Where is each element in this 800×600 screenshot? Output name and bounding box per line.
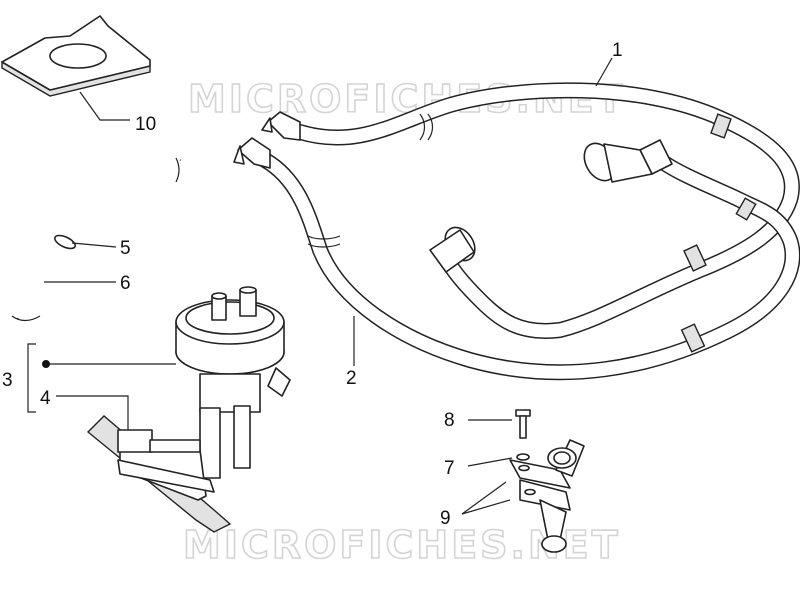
leader-4: [56, 395, 129, 430]
part-7-washer: [516, 453, 530, 461]
callout-2: 2: [346, 368, 357, 389]
part-1-hose: [292, 82, 800, 339]
part-10-gasket: [1, 15, 151, 97]
hose-break-mark: [419, 113, 426, 141]
callout-7: 7: [444, 458, 455, 479]
part-9-bracket: [509, 439, 585, 553]
leader-5: [71, 242, 117, 248]
hose-coupling: [680, 113, 757, 353]
callout-6: 6: [120, 273, 131, 294]
elbow-fitting: [429, 139, 673, 273]
leader-3-dot: [42, 360, 50, 368]
callout-4: 4: [40, 388, 51, 409]
part-4-hose-set: [86, 415, 232, 533]
leader-10: [79, 91, 130, 121]
leader-1: [595, 57, 613, 87]
hose-break-mark: [307, 235, 341, 240]
leader-7: [467, 457, 513, 467]
part-3-pump: [175, 286, 291, 479]
callout-10: 10: [135, 114, 156, 135]
callout-9: 9: [440, 508, 451, 529]
callout-5: 5: [120, 238, 131, 259]
part-6-hose: [11, 149, 182, 322]
hose-break-mark: [307, 243, 341, 248]
part-8-screw: [515, 409, 531, 439]
leader-9a: [461, 481, 507, 515]
nozzle-fitting: [233, 111, 301, 169]
part-5-clip: [54, 234, 76, 250]
leader-3-bracket: [27, 343, 36, 413]
leader-9b: [461, 499, 511, 515]
hose-break-mark: [427, 113, 434, 141]
callout-3: 3: [2, 370, 13, 391]
callout-1: 1: [612, 40, 623, 61]
callout-8: 8: [444, 410, 455, 431]
